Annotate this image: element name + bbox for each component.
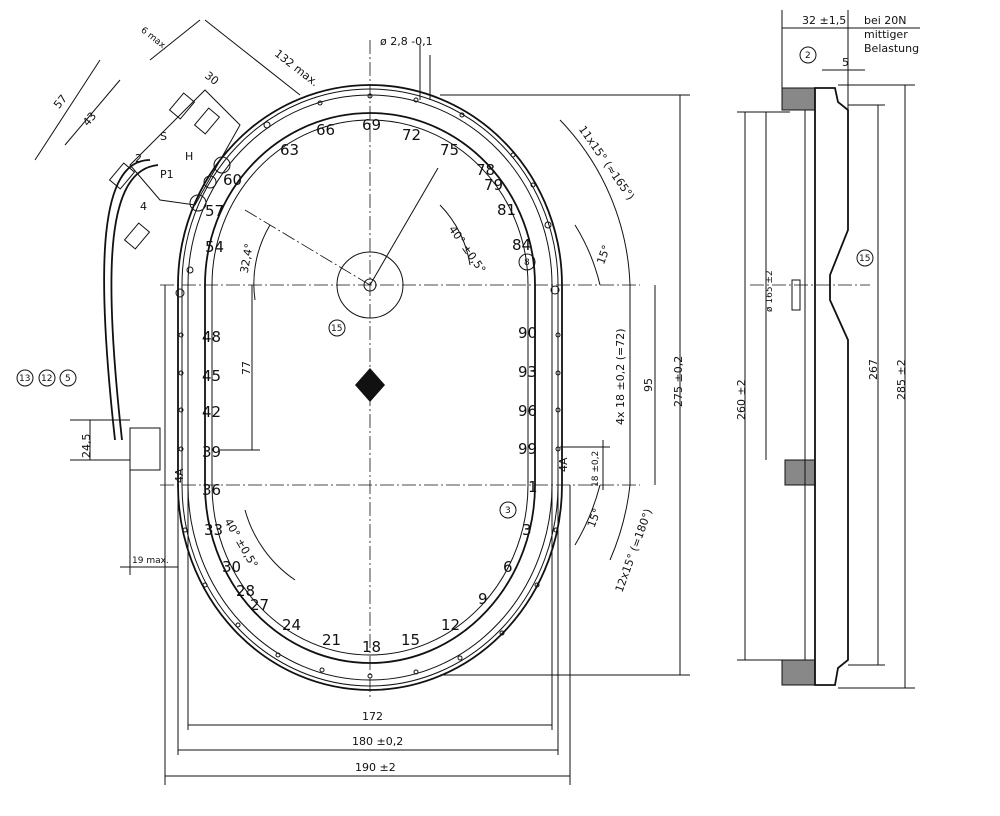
dim-267: 267 — [867, 359, 880, 380]
dim-5: 5 — [842, 56, 849, 69]
dim-57: 57 — [51, 92, 70, 111]
terminal-label: 2 — [135, 152, 142, 165]
dim-angle-15-bottom: 15° — [585, 507, 604, 530]
dim-24-5: 24,5 — [80, 434, 93, 459]
scale-label: 15 — [401, 631, 420, 649]
callouts: 13 12 5 15 8 3 2 15 — [16, 46, 874, 519]
dim-285: 285 ±2 — [895, 359, 908, 400]
scale-label: 81 — [497, 201, 516, 219]
note-line-1: bei 20N — [864, 14, 907, 27]
terminal-label: P1 — [160, 168, 174, 181]
scale-label: 33 — [204, 521, 223, 539]
callout-13: 13 — [19, 374, 30, 384]
side-view — [737, 10, 920, 689]
heater-outline — [160, 40, 640, 700]
scale-label: 21 — [322, 631, 341, 649]
dim-275: 275 ±0,2 — [672, 356, 685, 407]
callout-15: 15 — [331, 324, 342, 334]
callout-8: 8 — [524, 258, 530, 268]
scale-label: 27 — [250, 596, 269, 614]
dim-132-max: 132 max. — [272, 47, 321, 89]
scale-label: 79 — [484, 176, 503, 194]
scale-label: 42 — [202, 403, 221, 421]
scale-label: 75 — [440, 141, 459, 159]
scale-label: 93 — [518, 363, 537, 381]
scale-label: 84 — [512, 236, 531, 254]
scale-label: 12 — [441, 616, 460, 634]
dim-77: 77 — [240, 361, 253, 375]
scale-label: 57 — [205, 202, 224, 220]
note-line-2: mittiger — [864, 28, 908, 41]
callout-3: 3 — [505, 506, 511, 516]
dim-190: 190 ±2 — [355, 761, 396, 774]
scale-label: 66 — [316, 121, 335, 139]
terminal-label: 4 — [140, 200, 147, 213]
scale-label: 3 — [522, 521, 532, 539]
dim-angle-32-4: 32,4° — [238, 242, 256, 274]
scale-label: 1 — [528, 478, 538, 496]
callout-15-side: 15 — [859, 254, 870, 264]
scale-label: 30 — [222, 558, 241, 576]
marker-4a-right: 4A — [557, 457, 570, 472]
dim-260: 260 ±2 — [735, 379, 748, 420]
scale-label: 72 — [402, 126, 421, 144]
scale-label: 18 — [362, 638, 381, 656]
terminal-label: S — [160, 130, 167, 143]
scale-label: 28 — [236, 582, 255, 600]
scale-label: 78 — [476, 161, 495, 179]
dimension-lines — [164, 45, 690, 785]
dim-19-max: 19 max. — [132, 556, 169, 566]
scale-label: 60 — [223, 171, 242, 189]
terminal-block — [34, 19, 301, 575]
callout-12: 12 — [41, 374, 52, 384]
scale-label: 9 — [478, 590, 488, 608]
scale-label: 45 — [202, 367, 221, 385]
dim-dia-165: ø 165 ±2 — [765, 270, 775, 312]
dim-angle-15-top: 15° — [594, 243, 613, 266]
callout-2: 2 — [805, 51, 811, 61]
scale-label: 6 — [503, 558, 513, 576]
dim-18: 18 ±0,2 — [591, 451, 601, 487]
logo-icon — [355, 368, 385, 402]
dim-pitch: 4x 18 ±0,2 (=72) — [614, 328, 627, 425]
terminal-label: H — [185, 150, 193, 163]
dim-95: 95 — [642, 378, 655, 392]
scale-label: 54 — [205, 238, 224, 256]
dim-hole-diameter: ø 2,8 -0,1 — [380, 35, 433, 48]
scale-label: 63 — [280, 141, 299, 159]
scale-label: 99 — [518, 440, 537, 458]
dim-43: 43 — [80, 110, 99, 129]
scale-label: 39 — [202, 443, 221, 461]
dim-angle-top: 11x15° (≈165°) — [576, 123, 637, 202]
scale-label: 36 — [202, 481, 221, 499]
dim-30: 30 — [202, 69, 221, 88]
terminal-labels: S H P1 2 4 — [135, 130, 193, 213]
scale-label: 96 — [518, 402, 537, 420]
scale-label: 90 — [518, 324, 537, 342]
dim-6-max: 6 max. — [139, 26, 170, 53]
dim-angle-center-top: 40° ±0,5° — [446, 223, 488, 276]
scale-labels: 69 72 75 78 79 81 84 66 63 60 57 54 48 4… — [173, 116, 570, 656]
callout-5: 5 — [65, 374, 71, 384]
scale-label: 24 — [282, 616, 301, 634]
side-view-texts: 32 ±1,5 bei 20N mittiger Belastung 5 ø 1… — [735, 14, 919, 420]
scale-label: 48 — [202, 328, 221, 346]
dim-172: 172 — [362, 710, 383, 723]
scale-label: 69 — [362, 116, 381, 134]
dim-thickness: 32 ±1,5 — [802, 14, 846, 27]
dim-angle-bottom: 12x15° (=180°) — [613, 507, 655, 594]
dimension-texts: ø 2,8 -0,1 11x15° (≈165°) 40° ±0,5° 32,4… — [51, 26, 685, 774]
dim-180: 180 ±0,2 — [352, 735, 403, 748]
marker-4a-left: 4A — [173, 468, 186, 483]
note-line-3: Belastung — [864, 42, 919, 55]
